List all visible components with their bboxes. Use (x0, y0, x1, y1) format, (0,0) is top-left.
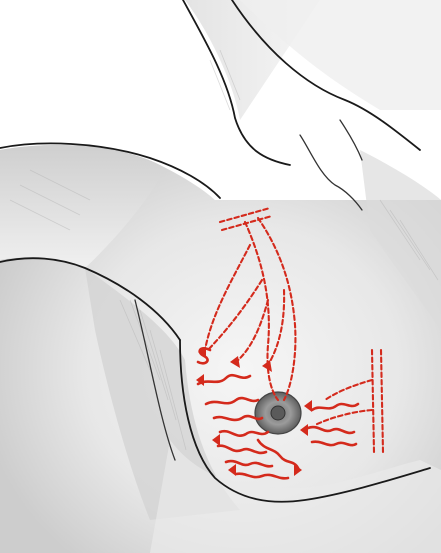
nipple-icon (271, 406, 285, 420)
